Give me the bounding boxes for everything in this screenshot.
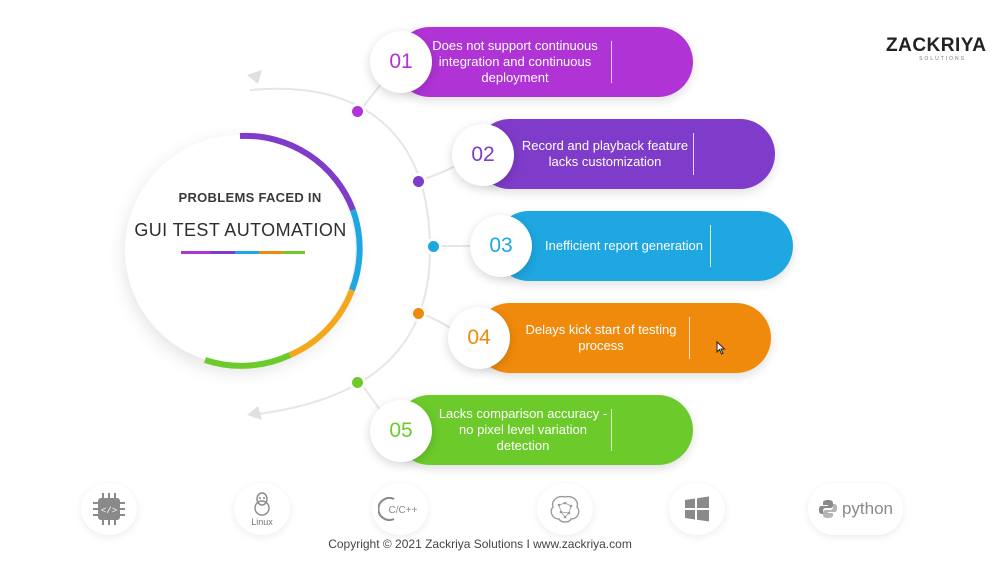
copyright-footer: Copyright © 2021 Zackriya Solutions I ww… — [328, 537, 632, 551]
brain-icon — [537, 483, 593, 535]
problem-text-5: Lacks comparison accuracy - no pixel lev… — [438, 406, 608, 453]
hub-color-bar — [181, 251, 305, 254]
connector-dot-1 — [352, 106, 363, 117]
svg-text:</>: </> — [101, 506, 117, 516]
problem-number-4: 04 — [448, 307, 510, 369]
problem-text-2: Record and playback feature lacks custom… — [521, 138, 689, 169]
connector-dot-3 — [428, 241, 439, 252]
connector-dot-4 — [413, 308, 424, 319]
problem-number-1: 01 — [370, 31, 432, 93]
pill-divider-4 — [689, 317, 690, 359]
problem-number-5: 05 — [370, 400, 432, 462]
linux-icon: Linux — [234, 483, 290, 535]
problem-number-2: 02 — [452, 124, 514, 186]
pill-divider-5 — [611, 409, 612, 451]
problem-text-3: Inefficient report generation — [544, 238, 704, 253]
problem-text-4: Delays kick start of testing process — [525, 322, 677, 353]
problem-pill-4: Delays kick start of testing process — [475, 303, 771, 373]
problem-pill-1: Does not support continuous integration … — [395, 27, 693, 97]
cpp-label: C/C++ — [389, 505, 418, 516]
pill-divider-2 — [693, 133, 694, 175]
cpp-icon: C/C++ — [372, 483, 428, 535]
linux-label: Linux — [251, 517, 273, 527]
connector-dot-2 — [413, 176, 424, 187]
problem-number-3: 03 — [470, 215, 532, 277]
problem-pill-3: Inefficient report generation — [494, 211, 793, 281]
mouse-cursor-icon — [716, 341, 726, 355]
hub-title: GUI TEST AUTOMATION — [134, 220, 347, 240]
problem-pill-2: Record and playback feature lacks custom… — [475, 119, 775, 189]
pill-divider-3 — [710, 225, 711, 267]
arrow-bottom-icon — [247, 406, 262, 420]
windows-icon — [669, 483, 725, 535]
brand-sub: SOLUTIONS — [919, 56, 966, 62]
brand-logo: ZACKRIYA SOLUTIONS — [886, 35, 987, 63]
outer-arc — [249, 87, 432, 416]
problem-pill-5: Lacks comparison accuracy - no pixel lev… — [395, 395, 693, 465]
chip-code-icon: </> — [81, 483, 137, 535]
python-icon: python — [808, 483, 903, 535]
python-label: python — [841, 499, 894, 518]
connector-dot-5 — [352, 377, 363, 388]
problem-text-1: Does not support continuous integration … — [432, 38, 598, 85]
brand-name: ZACKRIYA — [886, 35, 987, 56]
pill-divider-1 — [611, 41, 612, 83]
arrow-top-icon — [247, 70, 262, 84]
